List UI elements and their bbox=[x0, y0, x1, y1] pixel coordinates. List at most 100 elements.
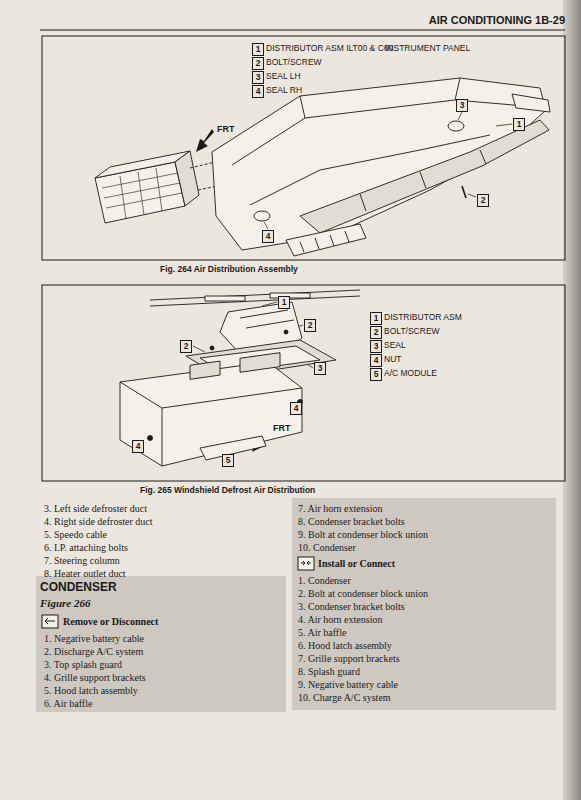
air-distribution-illustration bbox=[300, 231, 349, 252]
callout-text: 3 bbox=[460, 100, 465, 110]
procedure-step: 3. Left side defroster duct bbox=[44, 502, 147, 515]
procedure-step: 8. Splash guard bbox=[298, 665, 360, 678]
procedure-step: 9. Negative battery cable bbox=[298, 678, 398, 691]
callout-text: 1 bbox=[282, 297, 287, 307]
defrost-distribution-illustration bbox=[284, 330, 288, 334]
defrost-distribution-illustration bbox=[240, 353, 280, 373]
air-distribution-illustration bbox=[448, 121, 464, 131]
callout-number: 1 bbox=[252, 43, 264, 56]
procedure-step: 8. Condenser bracket bolts bbox=[298, 515, 405, 528]
callout-text: 4 bbox=[266, 231, 271, 241]
callout-text: 3 bbox=[374, 341, 379, 351]
callout-text: 3 bbox=[256, 72, 261, 82]
callout-text: 5 bbox=[226, 455, 231, 465]
part-name: DISTRIBUTOR ASM bbox=[384, 312, 462, 322]
procedure-step: 2. Discharge A/C system bbox=[44, 645, 143, 658]
callout-text: 2 bbox=[374, 327, 379, 337]
procedure-icon bbox=[45, 618, 55, 624]
callout-text: 4 bbox=[256, 86, 261, 96]
procedure-step: 7. Grille support brackets bbox=[298, 652, 400, 665]
part-name: SEAL bbox=[384, 340, 406, 350]
page-ground bbox=[40, 29, 565, 30]
procedure-step: 1. Condenser bbox=[298, 574, 351, 587]
callout-number: 4 bbox=[290, 402, 302, 415]
part-name: NUT bbox=[384, 354, 401, 364]
section-heading: CONDENSER bbox=[40, 580, 117, 594]
shaded-panel bbox=[36, 576, 286, 712]
callout-number: 1 bbox=[370, 312, 382, 325]
callout-text: 4 bbox=[294, 403, 299, 413]
defrost-distribution-illustration bbox=[120, 362, 302, 466]
callout-number: 2 bbox=[477, 194, 489, 207]
procedure-step: 1. Negative battery cable bbox=[44, 632, 144, 645]
part-name: INSTRUMENT PANEL bbox=[385, 43, 470, 53]
air-distribution-illustration bbox=[286, 224, 366, 256]
callout-text: 2 bbox=[308, 320, 313, 330]
air-distribution-illustration bbox=[254, 211, 270, 221]
part-name: BOLT/SCREW bbox=[266, 57, 322, 67]
procedure-step: 3. Condenser bracket bolts bbox=[298, 600, 405, 613]
callout-number: 3 bbox=[370, 340, 382, 353]
figure-caption: Fig. 265 Windshield Defrost Air Distribu… bbox=[140, 485, 315, 495]
air-distribution-illustration bbox=[512, 94, 550, 112]
shaded-panel bbox=[292, 498, 556, 710]
procedure-heading: Remove or Disconnect bbox=[63, 615, 158, 628]
figure-frame bbox=[42, 36, 565, 260]
air-distribution-illustration bbox=[120, 176, 126, 219]
figure-caption: Fig. 264 Air Distribution Assembly bbox=[160, 264, 298, 274]
figure-frame bbox=[42, 36, 565, 481]
callout-text: 1 bbox=[517, 119, 522, 129]
callout-number: 5 bbox=[370, 368, 382, 381]
figure-frame bbox=[42, 285, 565, 481]
air-distribution-illustration bbox=[106, 193, 182, 208]
defrost-distribution-illustration bbox=[270, 293, 310, 298]
procedure-step: 10. Condenser bbox=[298, 541, 356, 554]
callout-text: 1 bbox=[374, 313, 379, 323]
page-ground bbox=[40, 0, 581, 800]
callout-text: 4 bbox=[136, 441, 141, 451]
callout-number: 5 bbox=[222, 454, 234, 467]
callout-text: 1 bbox=[256, 44, 261, 54]
procedure-step: 3. Top splash guard bbox=[44, 658, 122, 671]
callout-number: 2 bbox=[180, 340, 192, 353]
callout-text: 4 bbox=[374, 355, 379, 365]
leader-line bbox=[264, 222, 268, 229]
procedure-step: 7. Air horn extension bbox=[298, 502, 382, 515]
procedure-icon bbox=[301, 561, 311, 565]
procedure-step: 6. I.P. attaching bolts bbox=[44, 541, 128, 554]
callout-number: 3 bbox=[252, 71, 264, 84]
air-distribution-illustration bbox=[300, 78, 460, 118]
callout-text: 2 bbox=[256, 58, 261, 68]
callout-number: 2 bbox=[304, 319, 316, 332]
air-distribution-illustration bbox=[212, 78, 546, 250]
defrost-distribution-illustration bbox=[240, 310, 294, 328]
callout-number: 4 bbox=[262, 230, 274, 243]
procedure-step: 6. Hood latch assembly bbox=[298, 639, 392, 652]
callout-number: 4 bbox=[252, 85, 264, 98]
procedure-step: 4. Grille support brackets bbox=[44, 671, 146, 684]
figure-reference: Figure 266 bbox=[40, 597, 90, 609]
defrost-distribution-illustration bbox=[150, 290, 360, 306]
defrost-distribution-illustration bbox=[120, 290, 360, 466]
air-distribution-illustration bbox=[300, 120, 549, 233]
part-name: DISTRIBUTOR ASM ILT00 & C60 bbox=[266, 43, 393, 53]
callout-text: 2 bbox=[481, 195, 486, 205]
procedure-step: 5. Hood latch assembly bbox=[44, 684, 138, 697]
front-arrow bbox=[196, 129, 214, 152]
callout-text: 5 bbox=[374, 369, 379, 379]
front-marker: FRT bbox=[273, 423, 291, 433]
callout-text: 3 bbox=[318, 363, 323, 373]
page-ground bbox=[563, 0, 581, 800]
part-name: SEAL RH bbox=[266, 85, 302, 95]
callout-number: 2 bbox=[252, 57, 264, 70]
page-header: AIR CONDITIONING 1B-29 bbox=[429, 14, 565, 26]
part-name: BOLT/SCREW bbox=[384, 326, 440, 336]
callout-number: 2 bbox=[370, 326, 382, 339]
air-distribution-illustration bbox=[462, 186, 466, 198]
defrost-distribution-illustration bbox=[148, 436, 153, 441]
shaded-panel bbox=[36, 498, 556, 712]
callout-number: 3 bbox=[456, 99, 468, 112]
procedure-step: 4. Right side defroster duct bbox=[44, 515, 153, 528]
defrost-distribution-illustration bbox=[120, 382, 302, 466]
